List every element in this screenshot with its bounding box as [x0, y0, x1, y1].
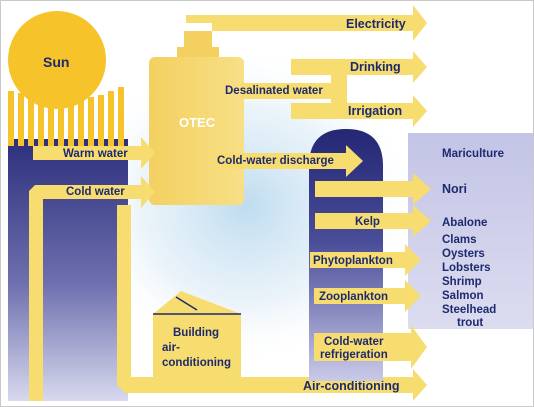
trout-label: trout: [457, 317, 483, 329]
desalinated-water-label: Desalinated water: [225, 85, 323, 97]
cold-water-label: Cold water: [66, 186, 125, 198]
drinking-label: Drinking: [350, 60, 401, 74]
zooplankton-label: Zooplankton: [319, 291, 388, 303]
clams-label: Clams: [442, 234, 477, 246]
irrigation-label: Irrigation: [348, 104, 402, 118]
mariculture-label: Mariculture: [442, 148, 504, 160]
cold-water-discharge-arrow: [215, 145, 363, 177]
salmon-label: Salmon: [442, 290, 484, 302]
building-label-line3: conditioning: [162, 357, 231, 369]
steelhead-label: Steelhead: [442, 304, 496, 316]
building-label-line2: air-: [162, 342, 180, 354]
oysters-label: Oysters: [442, 248, 485, 260]
refrigeration-label-line1: Cold-water: [324, 336, 384, 348]
nori-label: Nori: [442, 182, 467, 196]
nori-arrow: [315, 173, 431, 205]
warm-water-label: Warm water: [63, 148, 128, 160]
irrigation-arrow: [291, 95, 427, 127]
warm-water-arrow: [33, 137, 155, 169]
ocean-column: [8, 139, 128, 401]
lobsters-label: Lobsters: [442, 262, 491, 274]
sun-icon: [8, 11, 106, 109]
air-conditioning-label: Air-conditioning: [303, 379, 400, 393]
phytoplankton-label: Phytoplankton: [313, 255, 393, 267]
cold-water-discharge-label: Cold-water discharge: [217, 155, 334, 167]
drinking-arrow: [291, 51, 427, 83]
otec-label: OTEC: [179, 115, 216, 130]
building-icon: [153, 291, 241, 377]
refrigeration-arrow: [314, 325, 427, 369]
mariculture-box: [408, 133, 533, 329]
lower-discharge-pipe: [117, 205, 427, 401]
electricity-arrow: [186, 5, 427, 41]
zooplankton-arrow: [314, 280, 421, 312]
sun-label: Sun: [43, 54, 69, 70]
refrigeration-label-line2: refrigeration: [320, 349, 388, 361]
cold-water-pipe: [29, 176, 155, 401]
electricity-label: Electricity: [346, 17, 406, 31]
shrimp-label: Shrimp: [442, 276, 482, 288]
phytoplankton-arrow: [310, 244, 421, 276]
building-label-line1: Building: [173, 327, 219, 339]
desalinated-water-arrow: [241, 59, 347, 119]
sun-rays: [8, 87, 124, 146]
kelp-arrow: [315, 205, 431, 237]
kelp-label: Kelp: [355, 216, 380, 228]
abalone-label: Abalone: [442, 217, 487, 229]
